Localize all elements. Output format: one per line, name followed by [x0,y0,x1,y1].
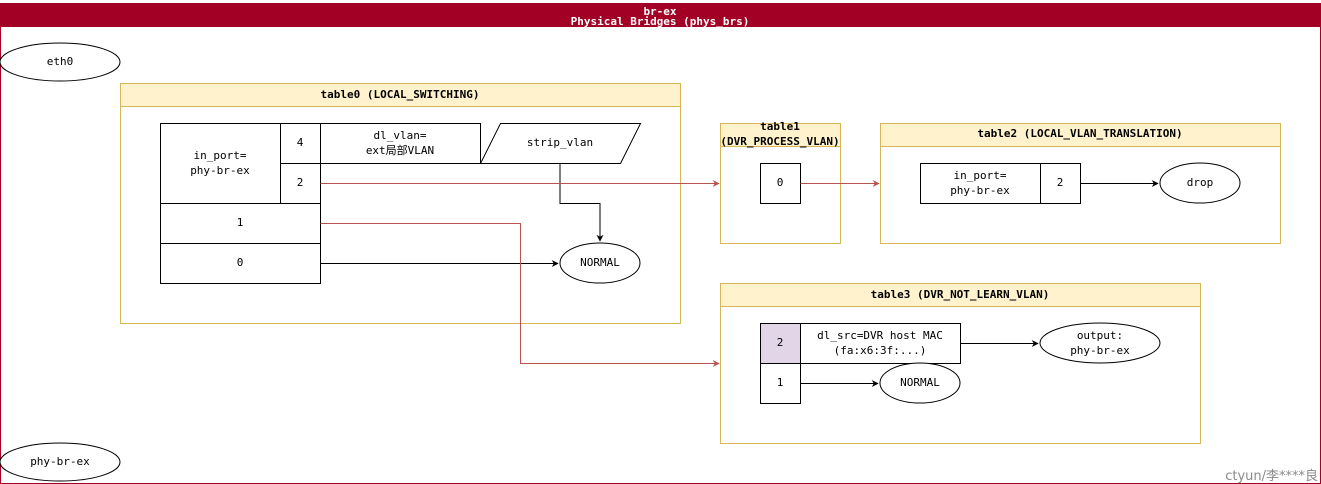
table0-dl-vlan-line1: dl_vlan= [374,129,427,142]
table2-title: table2 (LOCAL_VLAN_TRANSLATION) [977,127,1182,140]
table2-container: table2 (LOCAL_VLAN_TRANSLATION) in_port=… [880,123,1281,244]
table1-title-line2: (DVR_PROCESS_VLAN) [720,135,839,148]
table0-prio1-label: 1 [237,216,244,229]
table0-match-cell [160,123,281,204]
table1-prio0-label: 0 [777,176,784,189]
table0-dl-vlan-line2: ext局部VLAN [366,143,434,157]
table3-prio2-cell [760,323,801,364]
table2-prio2-label: 2 [1057,176,1064,189]
table2-drop-action [1159,162,1241,204]
table0-prio0-label: 0 [237,256,244,269]
table0-dl-vlan-cell [320,123,481,164]
table1-container: table1 (DVR_PROCESS_VLAN) 0 [720,120,841,244]
port-phy-br-ex[interactable] [0,442,121,482]
table0-prio0-cell [160,243,321,284]
table3-output-line1: output: [1077,329,1123,342]
table0-strip-vlan-label: strip_vlan [527,136,593,149]
table0-container: table0 (LOCAL_SWITCHING) in_port= phy-br… [120,83,681,324]
table3-output-line2: phy-br-ex [1070,344,1130,357]
bridge-subtitle: Physical Bridges (phys_brs) [571,15,750,28]
table0-strip-vlan-action [479,123,642,164]
port-eth0-label: eth0 [47,55,74,68]
port-eth0[interactable] [0,42,121,82]
table3-dl-src-line1: dl_src=DVR host MAC [817,329,943,342]
table1-title-line1: table1 [760,120,800,133]
table3-output-action [1039,322,1161,364]
table2-match-line1: in_port= [954,169,1007,182]
table3-prio1-label: 1 [777,376,784,389]
table0-match-line1: in_port= [194,149,247,162]
table2-match-line2: phy-br-ex [950,184,1010,197]
table3-container: table3 (DVR_NOT_LEARN_VLAN) 2 1 dl_src=D… [720,283,1201,444]
table0-prio2-cell [280,163,321,204]
table3-dl-src-line2: (fa:x6:3f:...) [834,344,927,357]
table2-match-cell [920,163,1041,204]
table0-normal-action [559,242,641,284]
table3-normal-action [879,362,961,404]
table0-prio4-cell [280,123,321,164]
table0-prio4-label: 4 [297,136,304,149]
table3-title: table3 (DVR_NOT_LEARN_VLAN) [871,288,1050,301]
bridge-name: br-ex [643,5,676,18]
table0-match-line2: phy-br-ex [190,164,250,177]
table0-prio2-label: 2 [297,176,304,189]
table0-title: table0 (LOCAL_SWITCHING) [321,88,480,101]
edge-table0-to-table3 [320,223,720,367]
table0-prio1-cell [160,203,321,244]
table3-normal-label: NORMAL [900,376,940,389]
table2-drop-label: drop [1187,176,1214,189]
table0-normal-label: NORMAL [580,256,620,269]
table3-prio2-label: 2 [777,336,784,349]
connectors [320,163,1159,387]
table1-prio0-cell [760,163,801,204]
port-phy-br-ex-label: phy-br-ex [30,455,90,468]
watermark: ctyun/李****良 [1225,468,1318,484]
